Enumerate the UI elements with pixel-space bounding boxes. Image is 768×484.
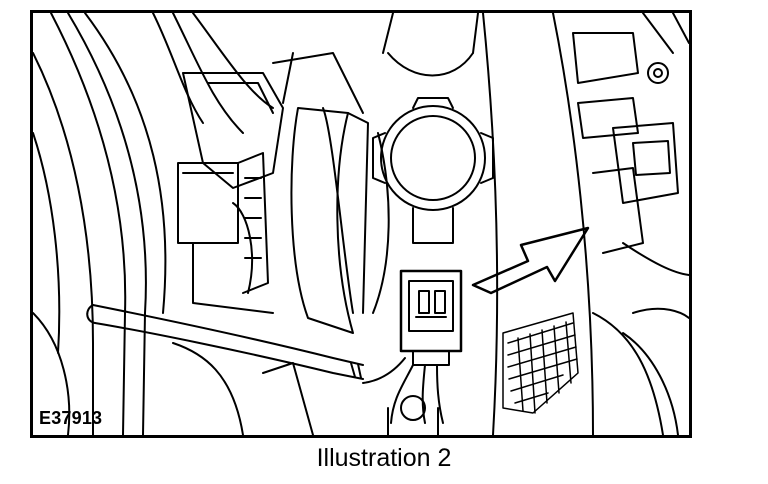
sensor-cap: [372, 13, 494, 244]
wiring-clips: [232, 152, 269, 294]
throttle-housing: [272, 52, 390, 334]
lower-left-details: [33, 312, 314, 435]
vacuum-pipe: [86, 304, 364, 380]
wiring-harness-left: [33, 13, 274, 435]
electrical-connector-icon: [399, 269, 463, 366]
mesh-grille: [502, 312, 579, 414]
figure-caption: Illustration 2: [316, 444, 452, 472]
arrow-icon: [471, 226, 590, 295]
right-components: [482, 13, 689, 435]
figure-reference-code: E37913: [39, 408, 103, 428]
connector-wires: [362, 357, 444, 435]
illustration-frame: E37913: [30, 10, 692, 438]
engine-bay-line-drawing: [33, 13, 689, 435]
bracket-upper-left: [182, 72, 284, 189]
relay-box: [177, 162, 274, 314]
